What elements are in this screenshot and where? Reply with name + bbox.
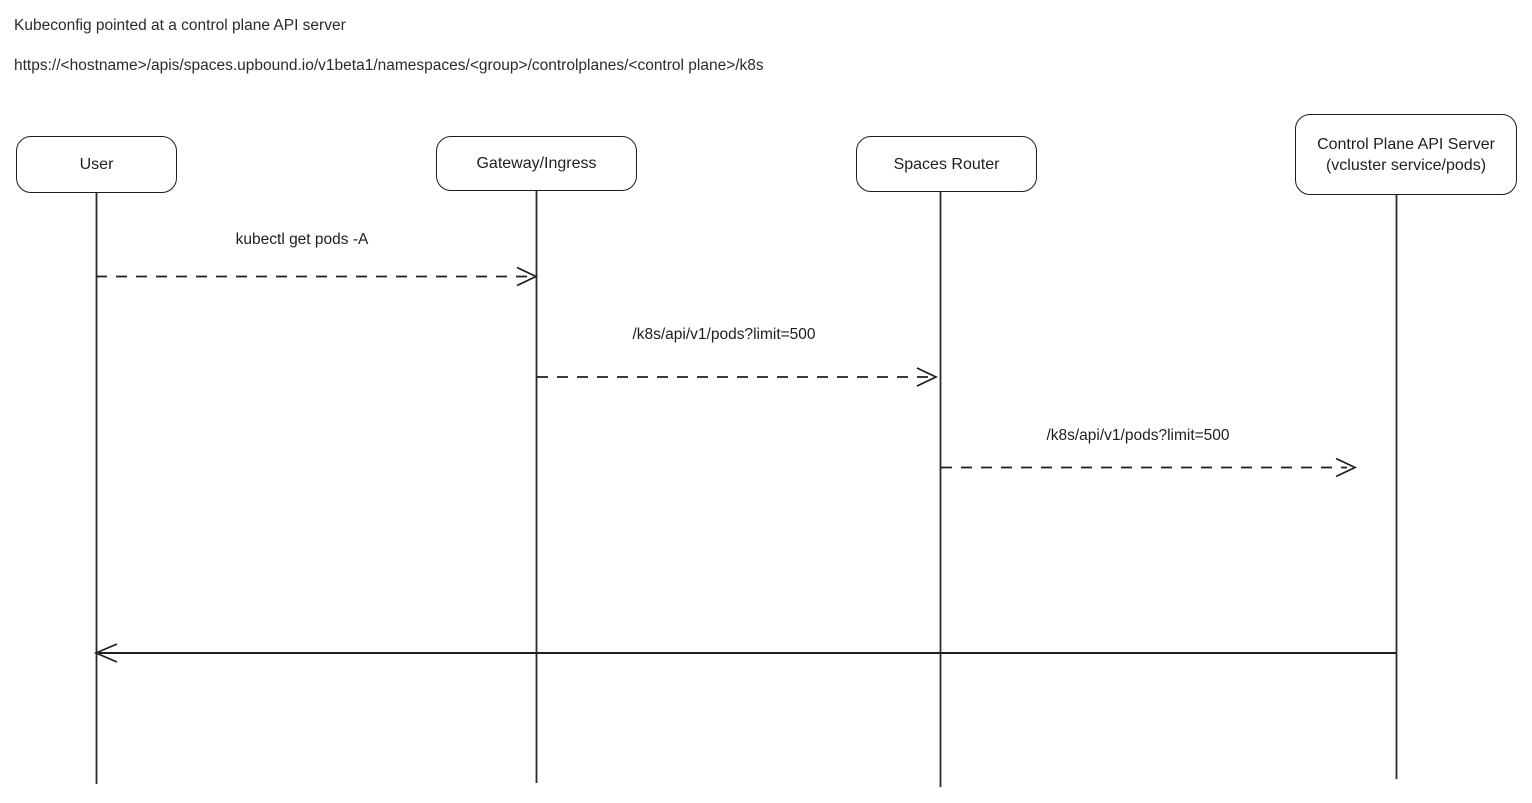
actor-label: Gateway/Ingress — [476, 155, 597, 172]
arrowhead-right-icon — [1335, 457, 1357, 478]
diagram-url: https://<hostname>/apis/spaces.upbound.i… — [14, 57, 764, 74]
actor-box-control-plane: Control Plane API Server (vcluster servi… — [1295, 114, 1517, 195]
arrowhead-left-icon — [93, 643, 118, 663]
message-label-k8s-api-1: /k8s/api/v1/pods?limit=500 — [632, 326, 816, 343]
diagram-title: Kubeconfig pointed at a control plane AP… — [14, 17, 346, 34]
arrowhead-right-icon — [916, 367, 938, 387]
actor-box-spaces-router: Spaces Router — [856, 136, 1037, 192]
message-label-kubectl: kubectl get pods -A — [235, 231, 369, 248]
arrow-user-to-gateway — [96, 266, 538, 287]
actor-box-gateway: Gateway/Ingress — [436, 136, 637, 191]
actor-box-user: User — [16, 136, 177, 193]
message-label-k8s-api-2: /k8s/api/v1/pods?limit=500 — [1046, 427, 1230, 444]
actor-label: User — [79, 156, 114, 173]
arrow-gateway-to-spaces-router — [537, 367, 938, 387]
arrowhead-right-icon — [516, 266, 538, 287]
actor-label-line1: Control Plane API Server — [1317, 135, 1495, 153]
actor-label-line2: (vcluster service/pods) — [1325, 156, 1487, 174]
arrow-spaces-router-to-control-plane — [941, 457, 1357, 478]
arrow-control-plane-to-user — [93, 643, 1396, 663]
actor-label: Spaces Router — [893, 155, 1000, 173]
